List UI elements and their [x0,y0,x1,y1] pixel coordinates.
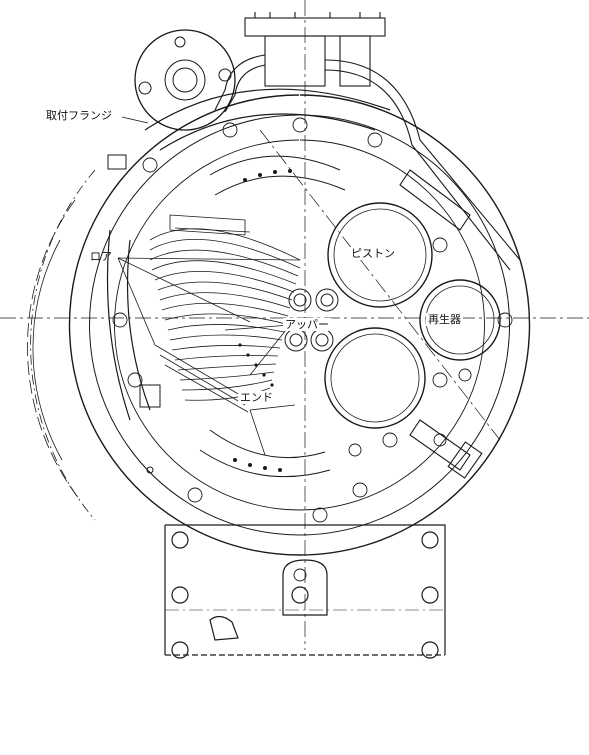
heat-exchanger-tubes [149,214,301,413]
outer-phantom-arcs [27,169,96,521]
upper-leader-lines [224,324,291,376]
regenerator-label: 再生器 [426,313,463,326]
flange-leader-line [121,116,149,124]
passage-channels [199,155,346,478]
piston-cylinder-upper [327,202,433,308]
right-fitting [399,169,483,479]
lower-label: ロア [90,250,112,263]
end-leader-lines [249,404,296,456]
bolt-holes [112,117,513,582]
end-label: エンド [238,391,275,404]
left-brackets [107,154,161,474]
top-fittings [214,12,521,271]
piston-cylinder-lower [324,327,426,429]
piston-label: ピストン [349,247,397,260]
mounting-flange-label: 取付フランジ [46,109,112,122]
fastener-dots [233,169,292,472]
base-mount [164,524,446,659]
upper-label: アッパー [283,318,331,331]
mounting-flange [106,88,391,421]
lower-leader-lines [117,257,301,346]
top-left-boss [134,29,236,131]
